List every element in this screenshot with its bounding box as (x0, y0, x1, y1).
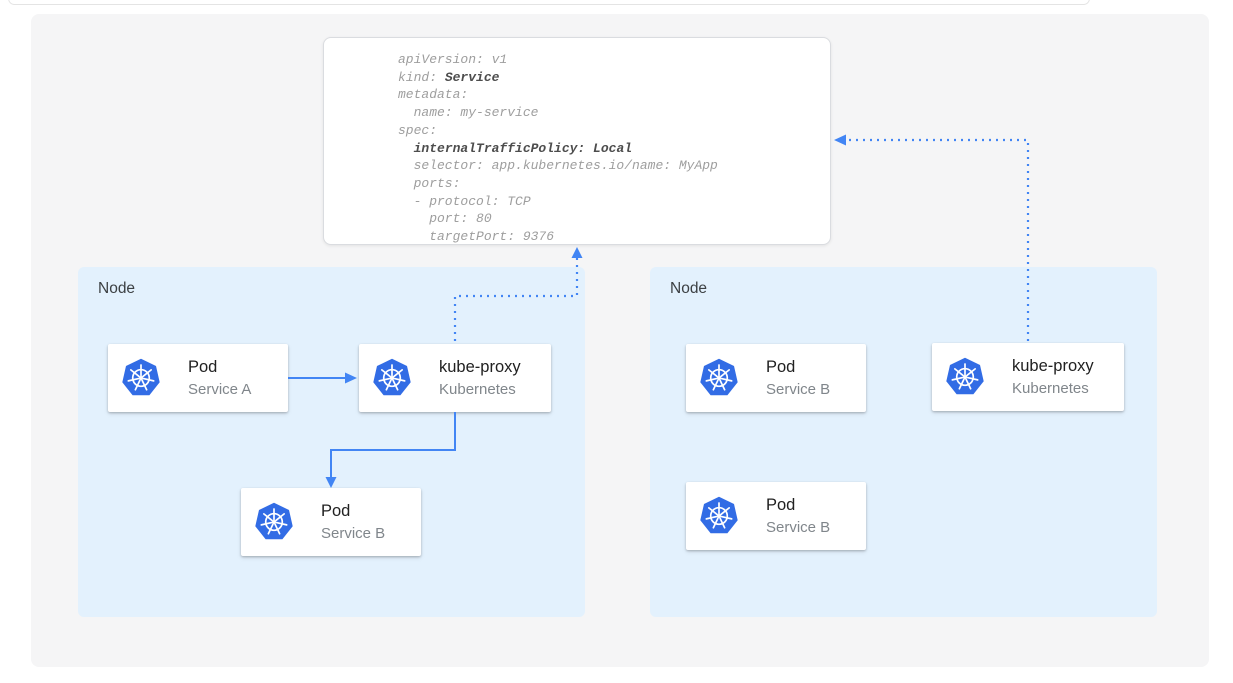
card-subtitle: Kubernetes (439, 381, 516, 398)
yaml-line: spec: (398, 122, 438, 138)
kube-proxy-right-card: kube-proxy Kubernetes (932, 343, 1124, 411)
card-subtitle: Service B (321, 525, 386, 542)
node-box-right: Node (650, 267, 1157, 617)
card-title: kube-proxy (1012, 357, 1094, 375)
card-subtitle: Service B (766, 519, 831, 536)
card-title: Pod (188, 358, 218, 376)
yaml-line: ports: (398, 175, 461, 191)
yaml-line: selector: app.kubernetes.io/name: MyApp (398, 158, 718, 174)
yaml-line: - protocol: TCP (398, 193, 531, 209)
node-label: Node (98, 280, 136, 297)
yaml-line: metadata: (398, 87, 469, 103)
kubernetes-icon (945, 357, 985, 397)
pod-service-b-right-bottom-card: Pod Service B (686, 482, 866, 550)
pod-service-b-left-card: Pod Service B (241, 488, 421, 556)
yaml-line: apiVersion: v1 (398, 52, 508, 67)
card-title: kube-proxy (439, 358, 521, 376)
kubernetes-icon (699, 496, 739, 536)
yaml-line: name: my-service (398, 105, 539, 121)
node-box-left: Node (78, 267, 585, 617)
pod-service-b-right-top-card: Pod Service B (686, 344, 866, 412)
card-title: Pod (321, 502, 351, 520)
yaml-line: kind: Service (398, 69, 500, 85)
card-subtitle: Kubernetes (1012, 380, 1089, 397)
kubernetes-icon (121, 358, 161, 398)
kube-proxy-left-card: kube-proxy Kubernetes (359, 344, 551, 412)
yaml-line: internalTrafficPolicy: Local (413, 140, 633, 156)
kubernetes-icon (254, 502, 294, 542)
card-title: Pod (766, 496, 796, 514)
yaml-line: port: 80 (398, 211, 492, 227)
card-title: Pod (766, 358, 796, 376)
kubernetes-icon (699, 358, 739, 398)
card-subtitle: Service A (188, 381, 252, 398)
service-yaml-box: apiVersion: v1 kind: Service metadata: n… (323, 37, 831, 245)
kubernetes-icon (372, 358, 412, 398)
node-label: Node (670, 280, 708, 297)
pod-service-a-card: Pod Service A (108, 344, 288, 412)
cropped-card-top-edge (8, 0, 1090, 5)
yaml-line: targetPort: 9376 (398, 229, 555, 245)
card-subtitle: Service B (766, 381, 831, 398)
